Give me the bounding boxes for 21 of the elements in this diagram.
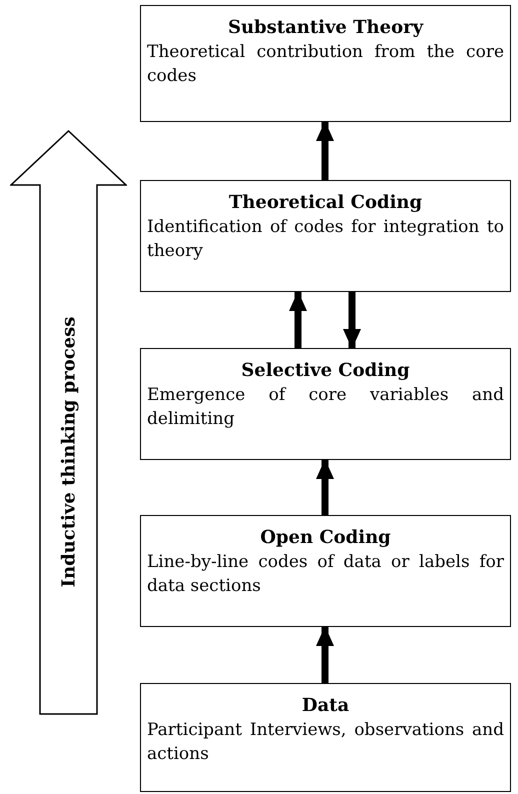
- block-arrow: [316, 626, 334, 683]
- box-description: Theoretical contribution from the core codes: [147, 41, 504, 88]
- process-box: [140, 180, 511, 292]
- block-arrow: [343, 292, 361, 349]
- box-heading: Selective Coding: [240, 359, 411, 383]
- arrow-label: Inductive thinking process: [57, 316, 80, 588]
- box-heading: Data: [300, 694, 350, 718]
- block-arrow: [316, 121, 334, 180]
- block-arrow: [316, 459, 334, 515]
- process-box: [140, 348, 511, 460]
- box-heading: Open Coding: [259, 526, 392, 550]
- box-description: Participant Interviews, observations and actions: [147, 719, 504, 766]
- box-heading: Theoretical Coding: [228, 191, 424, 215]
- process-box: [140, 515, 511, 627]
- box-description: Identification of codes for integration to theory: [147, 216, 504, 263]
- box-description: Emergence of core variables and delimiting: [147, 384, 504, 431]
- block-arrow: [289, 291, 307, 348]
- process-box: [140, 5, 511, 122]
- box-heading: Substantive Theory: [226, 16, 424, 40]
- process-box: [140, 683, 511, 792]
- box-description: Line-by-line codes of data or labels for data sections: [147, 551, 504, 598]
